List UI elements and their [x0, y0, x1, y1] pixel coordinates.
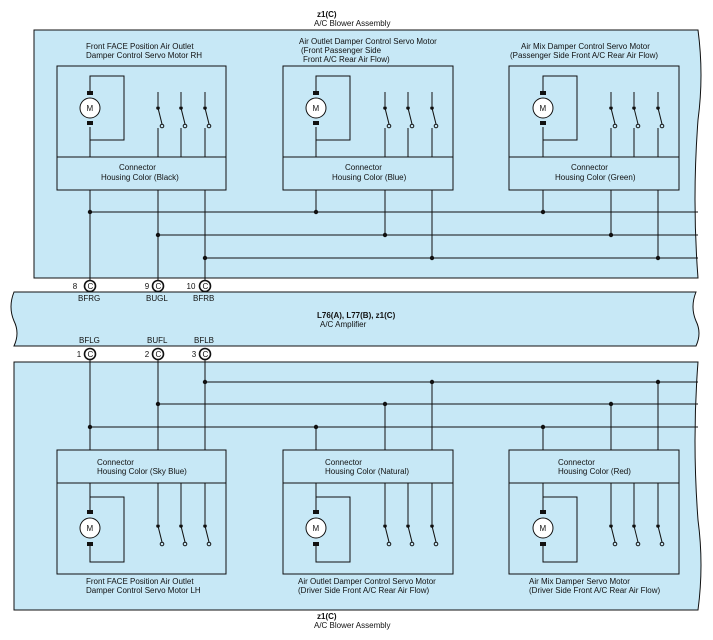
top-terminal-8: 8 C BFRG	[73, 279, 100, 303]
module-title-line1: Air Mix Damper Control Servo Motor	[521, 42, 650, 51]
module-title-line1: Air Outlet Damper Control Servo Motor	[299, 37, 437, 46]
motor-icon	[79, 97, 101, 119]
top-junction-dots	[87, 209, 661, 261]
module-title-line2: (Driver Side Front A/C Rear Air Flow)	[529, 586, 660, 595]
svg-text:3: 3	[192, 350, 197, 359]
connector-housing-color: Housing Color (Red)	[558, 467, 631, 476]
svg-text:C: C	[203, 282, 209, 291]
terminal-signal: BUGL	[146, 294, 168, 303]
module-title-line2: (Passenger Side Front A/C Rear Air Flow)	[510, 51, 658, 60]
module-title-line1: Front FACE Position Air Outlet	[86, 42, 194, 51]
connector-housing-color: Housing Color (Sky Blue)	[97, 467, 187, 476]
svg-text:2: 2	[145, 350, 150, 359]
bottom-module-2: Connector Housing Color (Natural) M Air …	[282, 449, 454, 595]
terminal-signal: BFLG	[79, 336, 100, 345]
top-terminal-9: 9 C BUGL	[145, 279, 168, 303]
module-title-line3: Front A/C Rear Air Flow)	[303, 55, 390, 64]
top-header-code: z1(C)	[317, 10, 337, 19]
amplifier-band	[10, 291, 700, 347]
amplifier-name: A/C Amplifier	[320, 320, 367, 329]
top-bus-wiring	[89, 190, 698, 280]
terminal-signal: BUFL	[147, 336, 168, 345]
connector-housing-color: Housing Color (Blue)	[332, 173, 407, 182]
svg-text:C: C	[156, 282, 162, 291]
connector-housing-color: Housing Color (Green)	[555, 173, 636, 182]
bottom-header-code: z1(C)	[317, 612, 337, 621]
module-title-line1: Air Outlet Damper Control Servo Motor	[298, 577, 436, 586]
top-module-1: Front FACE Position Air Outlet Damper Co…	[56, 42, 227, 191]
bottom-terminal-1: BFLG 1 C	[77, 336, 100, 361]
svg-text:M: M	[540, 104, 547, 113]
svg-text:M: M	[87, 104, 94, 113]
module-title-line1: Front FACE Position Air Outlet	[86, 577, 194, 586]
svg-text:8: 8	[73, 282, 78, 291]
motor-icon	[532, 97, 554, 119]
connector-housing-color: Housing Color (Natural)	[325, 467, 409, 476]
svg-text:M: M	[540, 524, 547, 533]
svg-text:C: C	[203, 350, 209, 359]
bottom-bus-wiring	[89, 360, 698, 450]
module-title-line2: (Front Passenger Side	[301, 46, 382, 55]
svg-text:M: M	[313, 524, 320, 533]
connector-label: Connector	[97, 458, 134, 467]
bottom-module-1: Connector Housing Color (Sky Blue) M Fro…	[56, 449, 227, 595]
connector-housing-color: Housing Color (Black)	[101, 173, 179, 182]
module-title-line2: Damper Control Servo Motor RH	[86, 51, 202, 60]
top-module-3: Air Mix Damper Control Servo Motor (Pass…	[508, 42, 680, 191]
terminal-signal: BFRB	[193, 294, 214, 303]
svg-text:M: M	[87, 524, 94, 533]
module-title-line2: (Driver Side Front A/C Rear Air Flow)	[298, 586, 429, 595]
svg-text:C: C	[88, 282, 94, 291]
top-panel	[33, 29, 702, 279]
module-title-line2: Damper Control Servo Motor LH	[86, 586, 201, 595]
bottom-panel	[13, 361, 702, 611]
terminal-signal: BFLB	[194, 336, 214, 345]
svg-text:1: 1	[77, 350, 82, 359]
svg-text:C: C	[88, 350, 94, 359]
top-header-name: A/C Blower Assembly	[314, 19, 390, 28]
bottom-terminal-2: BUFL 2 C	[145, 336, 168, 361]
connector-label: Connector	[558, 458, 595, 467]
module-title-line1: Air Mix Damper Servo Motor	[529, 577, 630, 586]
motor-icon	[305, 517, 327, 539]
connector-label: Connector	[325, 458, 362, 467]
motor-icon	[79, 517, 101, 539]
connector-label: Connector	[571, 163, 608, 172]
terminal-signal: BFRG	[78, 294, 100, 303]
amplifier-code: L76(A), L77(B), z1(C)	[317, 311, 396, 320]
svg-text:M: M	[313, 104, 320, 113]
svg-text:10: 10	[187, 282, 196, 291]
bottom-junction-dots	[87, 379, 661, 430]
motor-icon	[305, 97, 327, 119]
svg-text:9: 9	[145, 282, 150, 291]
bottom-header-name: A/C Blower Assembly	[314, 621, 390, 630]
connector-label: Connector	[119, 163, 156, 172]
svg-text:C: C	[156, 350, 162, 359]
connector-label: Connector	[345, 163, 382, 172]
top-terminal-10: 10 C BFRB	[187, 279, 214, 303]
top-module-2: Air Outlet Damper Control Servo Motor (F…	[282, 37, 454, 191]
bottom-module-3: Connector Housing Color (Red) M Air Mix …	[508, 449, 680, 595]
motor-icon	[532, 517, 554, 539]
bottom-terminal-3: BFLB 3 C	[192, 336, 214, 361]
